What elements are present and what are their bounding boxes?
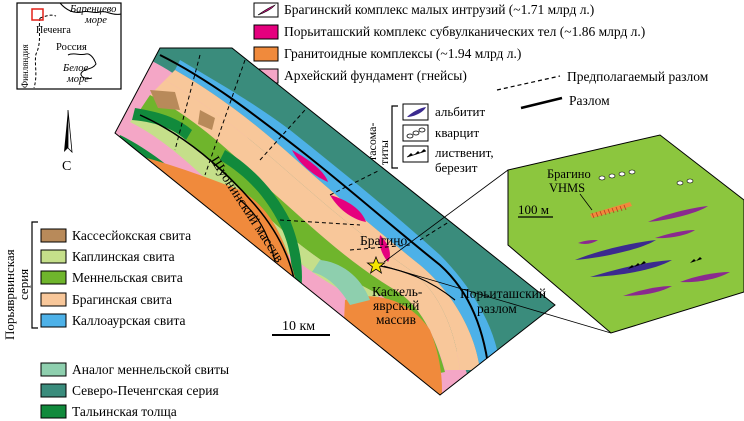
quartzite-icon	[406, 127, 426, 139]
listvenite-markers	[628, 257, 702, 269]
series-label-1: Порьяврвинская	[2, 249, 17, 340]
legend-item-porytash-complex: Порьиташский комплекс субвулканических т…	[253, 24, 645, 40]
kaskel-massif-label-2: яврский	[373, 298, 419, 313]
metasomatites-title-2: титы	[377, 140, 391, 165]
finland-label: Финляндия	[20, 44, 30, 88]
bragino-map-label: Брагино	[360, 233, 407, 248]
albitite-lens	[680, 272, 730, 283]
bragino-star-icon	[366, 255, 386, 274]
series-legend: Порьяврвинская серия Кассесйокская свита…	[2, 221, 191, 340]
legend-label: Каллоаурская свита	[72, 313, 186, 328]
legend-label: Аналог меннельской свиты	[72, 362, 229, 377]
albitite-lens	[623, 286, 672, 296]
pechenga-label: Печенга	[36, 25, 71, 36]
series-label-2: серия	[16, 269, 31, 300]
white-sea-label-1: Белое	[62, 63, 89, 74]
albitite-lens	[648, 206, 708, 222]
kaskel-massif-label-1: Каскель-	[372, 284, 423, 299]
legend-item-kaplinsk: Каплинская свита	[40, 249, 175, 264]
north-label: С	[62, 159, 71, 174]
north-arrow-icon: С	[62, 109, 73, 174]
pechenga-area-marker	[31, 8, 44, 21]
legend-item-bragino-complex: Брагинский комплекс малых интрузий (~1.7…	[253, 2, 594, 18]
legend-label: Тальинская толща	[72, 404, 177, 419]
barents-sea-label-2: море	[84, 15, 107, 26]
legend-item-kalloaur: Каллоаурская свита	[40, 313, 186, 328]
inferred-fault-label: Предполагаемый разлом	[567, 69, 709, 84]
beresite-label: березит	[435, 160, 478, 175]
legend-item-bragino-svita: Брагинская свита	[40, 292, 172, 307]
white-sea-label-2: море	[66, 74, 89, 85]
legend-label: Кассесйокская свита	[72, 228, 191, 243]
albitite-icon	[407, 107, 426, 117]
legend-label: Каплинская свита	[72, 249, 175, 264]
albitite-lens	[590, 260, 672, 277]
legend-item-granitoid: Гранитоидные комплексы (~1.94 млрд л.)	[253, 46, 521, 62]
albitite-label: альбитит	[435, 104, 486, 119]
detail-bragino-label-1: Брагино	[547, 167, 591, 181]
legend-label: Северо-Печенгская серия	[72, 383, 219, 398]
quartzite-markers	[598, 169, 694, 186]
fault-label: Разлом	[569, 93, 610, 108]
legend-item-archean: Архейский фундамент (гнейсы)	[253, 68, 467, 84]
inset-map: Баренцево море Печенга Россия Белое море…	[16, 2, 122, 90]
legend-label: Меннельская свита	[72, 270, 183, 285]
legend-item-talya: Тальинская толща	[40, 404, 177, 419]
scale-label: 10 км	[282, 319, 315, 334]
listvenite-icon	[406, 149, 427, 158]
legend-bottom: Аналог меннельской свиты Северо-Печенгск…	[40, 362, 229, 419]
legend-item-north-pechenga: Северо-Печенгская серия	[40, 383, 219, 398]
listvenite-label: лиственит,	[435, 145, 494, 160]
legend-label: Архейский фундамент (гнейсы)	[284, 68, 467, 83]
legend-item-mennel-analog: Аналог меннельской свиты	[40, 362, 229, 377]
albitite-lens	[655, 230, 695, 239]
legend-label: Гранитоидные комплексы (~1.94 млрд л.)	[284, 46, 521, 61]
albitite-lens	[578, 240, 598, 244]
legend-label: Порьиташский комплекс субвулканических т…	[284, 24, 645, 39]
legend-label: Брагинский комплекс малых интрузий (~1.7…	[284, 2, 594, 17]
vhms-orebody	[590, 202, 632, 219]
detail-scale-label: 100 м	[518, 202, 549, 217]
legend-item-mennel: Меннельская свита	[40, 270, 183, 285]
detail-panel: Брагино VHMS 100 м	[507, 134, 744, 334]
fault-legend: Предполагаемый разлом Разлом	[496, 69, 709, 110]
legend-item-kassesyok: Кассесйокская свита	[40, 228, 191, 243]
russia-label: Россия	[56, 42, 87, 53]
kaskel-massif-label-3: массив	[376, 312, 416, 327]
fault-symbol	[520, 96, 563, 110]
quartzite-label: кварцит	[435, 125, 479, 140]
metasomatites-legend: Метасома- титы альбитит кварцит листвени…	[365, 103, 494, 177]
legend-label: Брагинская свита	[72, 292, 172, 307]
porytash-fault-label-1: Порьиташский	[460, 286, 546, 301]
inferred-fault-symbol	[496, 75, 561, 91]
porytash-fault-label-2: разлом	[477, 301, 517, 316]
albitite-lens	[575, 240, 656, 260]
detail-vhms-label: VHMS	[549, 181, 585, 195]
barents-sea-label-1: Баренцево	[69, 4, 116, 15]
